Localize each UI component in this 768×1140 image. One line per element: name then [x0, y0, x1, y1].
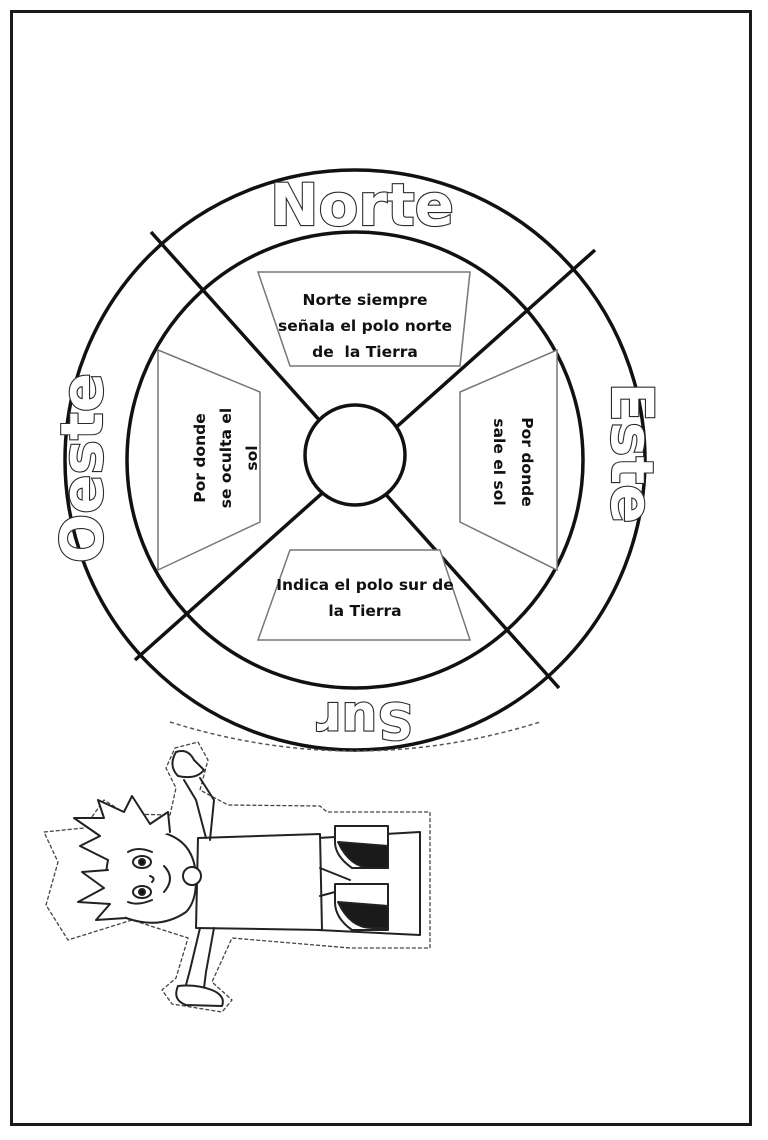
eyebrow: [127, 848, 153, 853]
compass-wheel: Norte Este Sur Oeste Norte siempre señal…: [47, 168, 667, 752]
arm-lower: [185, 927, 201, 986]
east-label: Este: [598, 382, 666, 523]
nose: [149, 875, 155, 883]
cut-line-arc: [169, 721, 541, 752]
south-label: Sur: [317, 691, 414, 749]
south-desc-line: la Tierra: [328, 602, 401, 620]
shoe-top: [334, 825, 389, 869]
east-desc-line: Por donde: [518, 417, 536, 506]
south-desc-line: Indica el polo sur de: [276, 576, 454, 594]
shirt: [195, 833, 323, 931]
hair-side: [77, 869, 127, 921]
south-description: Indica el polo sur de la Tierra: [276, 576, 454, 620]
east-desc-line: sale el sol: [490, 418, 508, 505]
eyebrow: [127, 899, 153, 905]
east-description: Por donde sale el sol: [490, 417, 536, 506]
north-description: Norte siempre señala el polo norte de la…: [278, 291, 452, 361]
shoe-bottom: [334, 883, 389, 931]
mouth: [163, 865, 171, 893]
west-desc-line: sol: [243, 445, 261, 470]
shirt-line: [319, 867, 351, 881]
ear: [182, 866, 202, 886]
west-label: Oeste: [48, 373, 116, 563]
west-desc-line: Por donde: [191, 413, 209, 502]
pupil: [138, 888, 146, 896]
center-hub: [303, 403, 407, 507]
arm-upper-2: [199, 777, 215, 841]
hair: [73, 795, 171, 861]
north-desc-line: de la Tierra: [312, 343, 418, 361]
north-label: Norte: [270, 171, 454, 239]
west-text-box: [157, 348, 261, 572]
west-desc-line: se oculta el: [217, 408, 235, 508]
pupil: [138, 858, 146, 866]
hand-upper: [171, 750, 205, 779]
arm-lower-2: [203, 927, 215, 989]
west-description: Por donde se oculta el sol: [191, 408, 261, 508]
cut-line-outline: [43, 741, 431, 1013]
south-text-box: [256, 549, 472, 641]
north-text-box: [256, 271, 471, 367]
boy-figure: [43, 741, 431, 1013]
north-desc-line: señala el polo norte: [278, 317, 452, 335]
north-desc-line: Norte siempre: [302, 291, 427, 309]
hand-lower: [175, 984, 224, 1007]
east-text-box: [459, 348, 558, 572]
arm-upper: [183, 779, 207, 839]
